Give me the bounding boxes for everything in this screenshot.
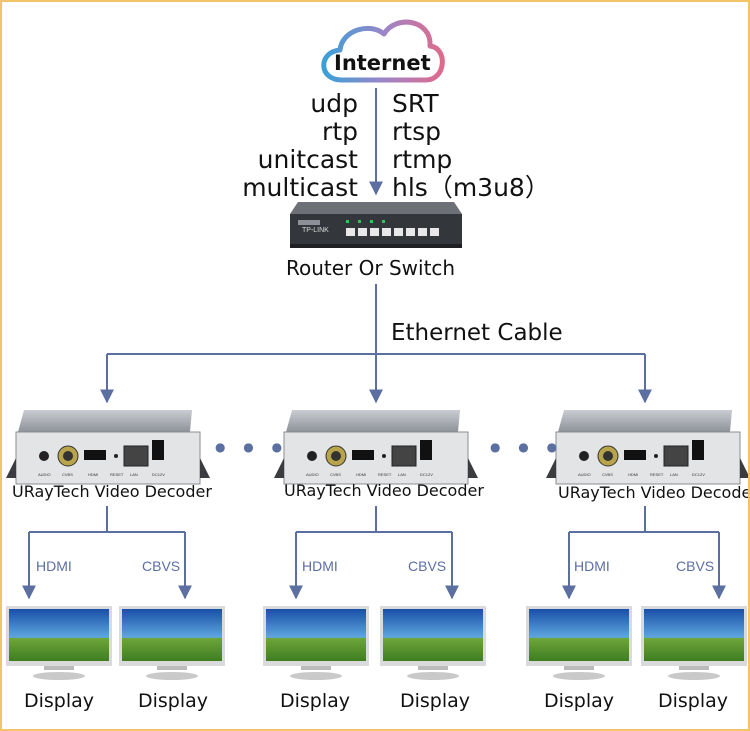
- cvbs-label-3: CBVS: [676, 558, 715, 574]
- decoder-3-port-label: AUDIO: [578, 472, 591, 477]
- display-3-icon: [263, 606, 369, 680]
- display-2-icon: [119, 606, 225, 680]
- protocol-unitcast: unitcast: [257, 145, 358, 174]
- display-5-label: Display: [543, 690, 615, 712]
- display-1-icon: [6, 606, 112, 680]
- decoder-1-icon: [6, 410, 210, 485]
- decoder-1-port-label: LAN: [130, 472, 138, 477]
- decoder-2-icon: [274, 410, 478, 485]
- decoder-2-port-label: CVBS: [330, 472, 341, 477]
- router-icon: [290, 202, 462, 248]
- protocol-rtp: rtp: [322, 117, 358, 146]
- protocol-udp: udp: [310, 89, 358, 118]
- display-4-icon: [380, 606, 486, 680]
- display-6-label: Display: [657, 690, 729, 712]
- internet-cloud-icon: [321, 19, 445, 83]
- decoder-2-caption: URayTech Video Decoder: [284, 481, 484, 500]
- protocol-hls: hls（m3u8）: [392, 173, 550, 202]
- output-lines: [22, 506, 726, 600]
- decoder-3-port-label: CVBS: [602, 472, 613, 477]
- router-brand: TP-LINK: [302, 227, 329, 234]
- decoder-2-port-label: DC12V: [420, 472, 433, 477]
- decoder-3-port-label: RESET: [650, 472, 664, 477]
- decoder-1-caption: URayTech Video Decoder: [12, 482, 212, 501]
- decoder-2-port-label: HDMI: [356, 472, 366, 477]
- decoder-1-port-label: CVBS: [62, 472, 73, 477]
- display-6-icon: [641, 606, 747, 680]
- ethernet-cable-label: Ethernet Cable: [391, 320, 563, 346]
- display-1-label: Display: [23, 690, 95, 712]
- display-3-label: Display: [279, 690, 351, 712]
- cvbs-label-2: CBVS: [408, 558, 447, 574]
- cvbs-label-1: CBVS: [142, 558, 181, 574]
- decoder-3-port-label: HDMI: [628, 472, 638, 477]
- hdmi-label-1: HDMI: [36, 558, 72, 574]
- display-2-label: Display: [137, 690, 209, 712]
- router-caption: Router Or Switch: [286, 256, 456, 280]
- decoder-3-icon: [546, 410, 748, 485]
- decoder-2-port-label: AUDIO: [306, 472, 319, 477]
- decoder-2-port-label: LAN: [398, 472, 406, 477]
- decoder-2-port-label: RESET: [378, 472, 392, 477]
- decoder-1-port-label: HDMI: [88, 472, 98, 477]
- decoder-3-port-label: LAN: [670, 472, 678, 477]
- decoder-1-port-label: DC12V: [152, 472, 165, 477]
- decoder-1-port-label: AUDIO: [38, 472, 51, 477]
- protocol-srt: SRT: [392, 89, 439, 118]
- internet-label: Internet: [334, 51, 431, 75]
- decoder-3-caption: URayTech Video Decoder: [558, 483, 750, 502]
- decoder-1-port-label: RESET: [110, 472, 124, 477]
- ellipsis-1: ● ● ●: [215, 440, 290, 454]
- protocol-multicast: multicast: [242, 173, 358, 202]
- protocol-rtsp: rtsp: [392, 117, 441, 146]
- display-4-label: Display: [399, 690, 471, 712]
- hdmi-label-2: HDMI: [302, 558, 338, 574]
- protocol-rtmp: rtmp: [392, 145, 453, 174]
- hdmi-label-3: HDMI: [574, 558, 610, 574]
- display-5-icon: [526, 606, 632, 680]
- decoder-3-port-label: DC12V: [692, 472, 705, 477]
- ellipsis-2: ● ● ●: [490, 440, 565, 454]
